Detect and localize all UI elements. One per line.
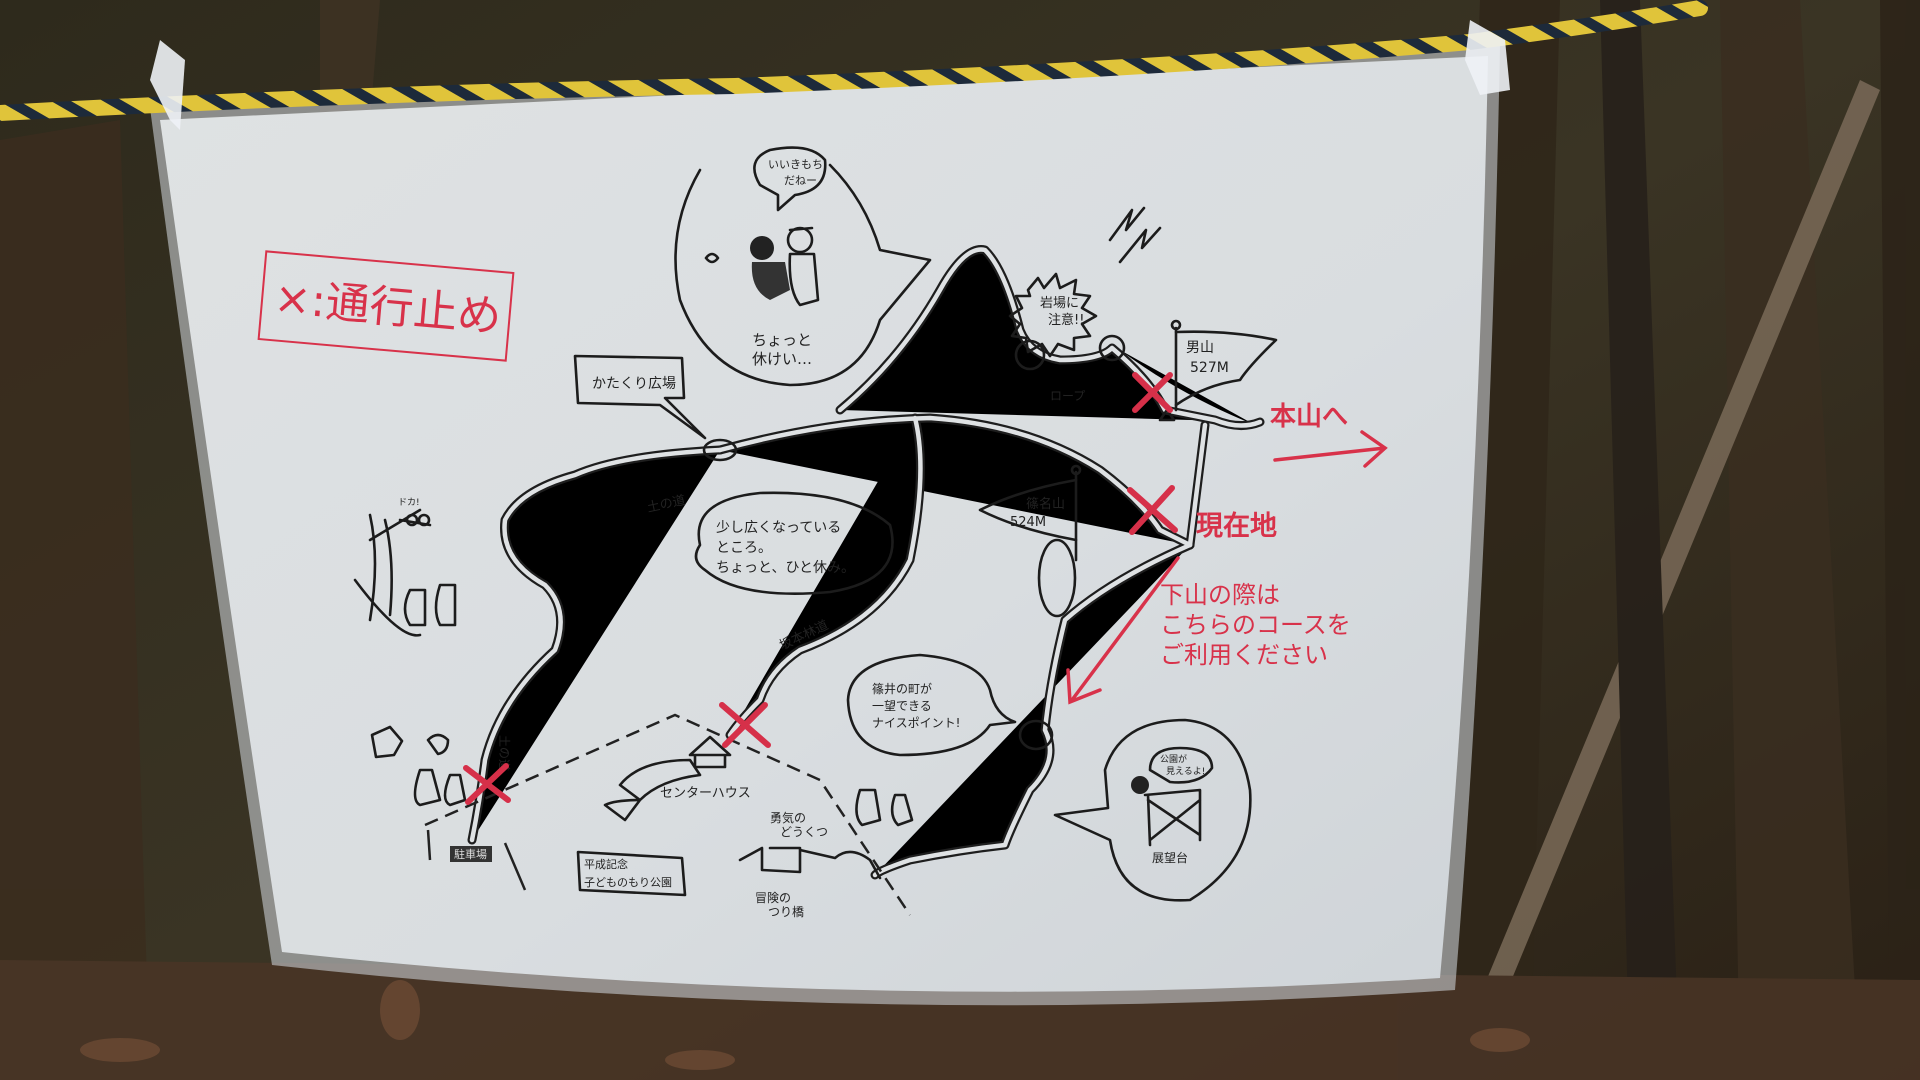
summit-triangle-icon — [1158, 408, 1176, 422]
otokoyama-elevation: 527M — [1190, 360, 1229, 376]
fallen-leaves — [80, 980, 1530, 1070]
rest-speech-line2: だねー — [784, 174, 817, 187]
descent-note-line1: 下山の際は — [1160, 581, 1280, 609]
rest-bubble: いいきもち だねー ちょっと 休けい… — [674, 146, 932, 387]
closure-x-icon — [1132, 372, 1173, 413]
wide-spot-line3: ちょっと、ひと休み。 — [716, 560, 855, 576]
bird-text: ドカ! — [398, 497, 420, 508]
haruna-flag: 篠名山 524M — [978, 464, 1082, 562]
rest-caption-line1: ちょっと — [752, 331, 812, 349]
courage-cave-line1: 勇気の — [770, 810, 806, 825]
tree-and-owls-drawing: ドカ! — [353, 497, 457, 637]
park-boundary — [424, 713, 912, 916]
lightning-icon — [1108, 206, 1162, 264]
rope — [0, 0, 1708, 121]
view-bubble-line1: 篠井の町が — [872, 681, 932, 696]
rock-warning-line1: 岩場に — [1040, 296, 1079, 311]
park-name-box: 平成記念 子どものもり公園 — [576, 850, 687, 897]
view-point-bubble: 篠井の町が 一望できる ナイスポイント! — [846, 653, 1017, 757]
to-main-peak: 本山へ — [1270, 402, 1388, 468]
closure-x-marks — [463, 372, 1178, 805]
courage-cave-line2: どうくつ — [780, 825, 828, 839]
haruna-elevation: 524M — [1010, 515, 1046, 530]
descent-note-line2: こちらのコースを — [1160, 611, 1351, 639]
parking-text: 駐車場 — [454, 847, 487, 861]
suspension-bridge-drawing — [738, 846, 882, 880]
wide-spot-bubble: 少し広くなっている ところ。 ちょっと、ひと休み。 — [694, 491, 894, 595]
observatory-speech-line1: 公園が — [1160, 753, 1187, 765]
observatory-bubble: 公園が 見えるよ! 展望台 — [1053, 718, 1252, 902]
otokoyama-name: 男山 — [1186, 340, 1214, 356]
rest-caption-line2: 休けい… — [752, 350, 812, 368]
park-name-line2: 子どものもり公園 — [584, 876, 672, 889]
view-bubble-line2: 一望できる — [872, 699, 932, 713]
parking-label: 駐車場 — [450, 846, 492, 862]
characters-drawing — [370, 725, 914, 827]
observatory-tower-drawing — [1143, 788, 1202, 847]
view-bubble-line3: ナイスポイント! — [872, 716, 960, 730]
wide-spot-line1: 少し広くなっている — [716, 520, 841, 536]
rock-warning: 岩場に 注意!! — [1008, 206, 1162, 358]
otokoyama-flag: 男山 527M — [1158, 319, 1278, 422]
closure-x-icon — [1127, 485, 1178, 535]
park-boundary-left — [426, 829, 527, 891]
closure-x-icon — [719, 702, 771, 748]
zip-ties — [150, 20, 1510, 130]
arrow-right-icon — [1273, 430, 1388, 468]
wide-spot-line2: ところ。 — [716, 540, 772, 556]
center-house-label: センターハウス — [660, 786, 751, 801]
descent-note: 下山の際は こちらのコースを ご利用ください — [1066, 556, 1351, 705]
rope-label: ロープ — [1050, 389, 1085, 403]
rock-warning-line2: 注意!! — [1048, 312, 1084, 328]
adventure-bridge-line1: 冒険の — [755, 891, 791, 905]
rest-speech-line1: いいきもち — [768, 158, 823, 171]
hikers-drawing — [704, 226, 820, 307]
descent-arrow-icon — [1066, 556, 1180, 705]
park-name-line1: 平成記念 — [584, 857, 628, 871]
center-house: センターハウス — [603, 735, 751, 822]
descent-note-line3: ご利用ください — [1160, 641, 1328, 669]
current-location-label: 現在地 — [1196, 511, 1277, 542]
haruna-name: 篠名山 — [1026, 496, 1065, 512]
katakuri-plaza-text: かたくり広場 — [592, 376, 676, 392]
observatory-speech-line2: 見えるよ! — [1166, 766, 1205, 777]
closure-x-icon — [463, 763, 511, 805]
trails — [472, 250, 1260, 876]
katakuri-plaza-label: かたくり広場 — [573, 354, 707, 440]
to-main-peak-text: 本山へ — [1270, 402, 1348, 432]
adventure-bridge-line2: つり橋 — [768, 905, 804, 919]
dirt-road-label-2: 土の道 — [497, 735, 511, 771]
observatory-label: 展望台 — [1152, 850, 1188, 865]
